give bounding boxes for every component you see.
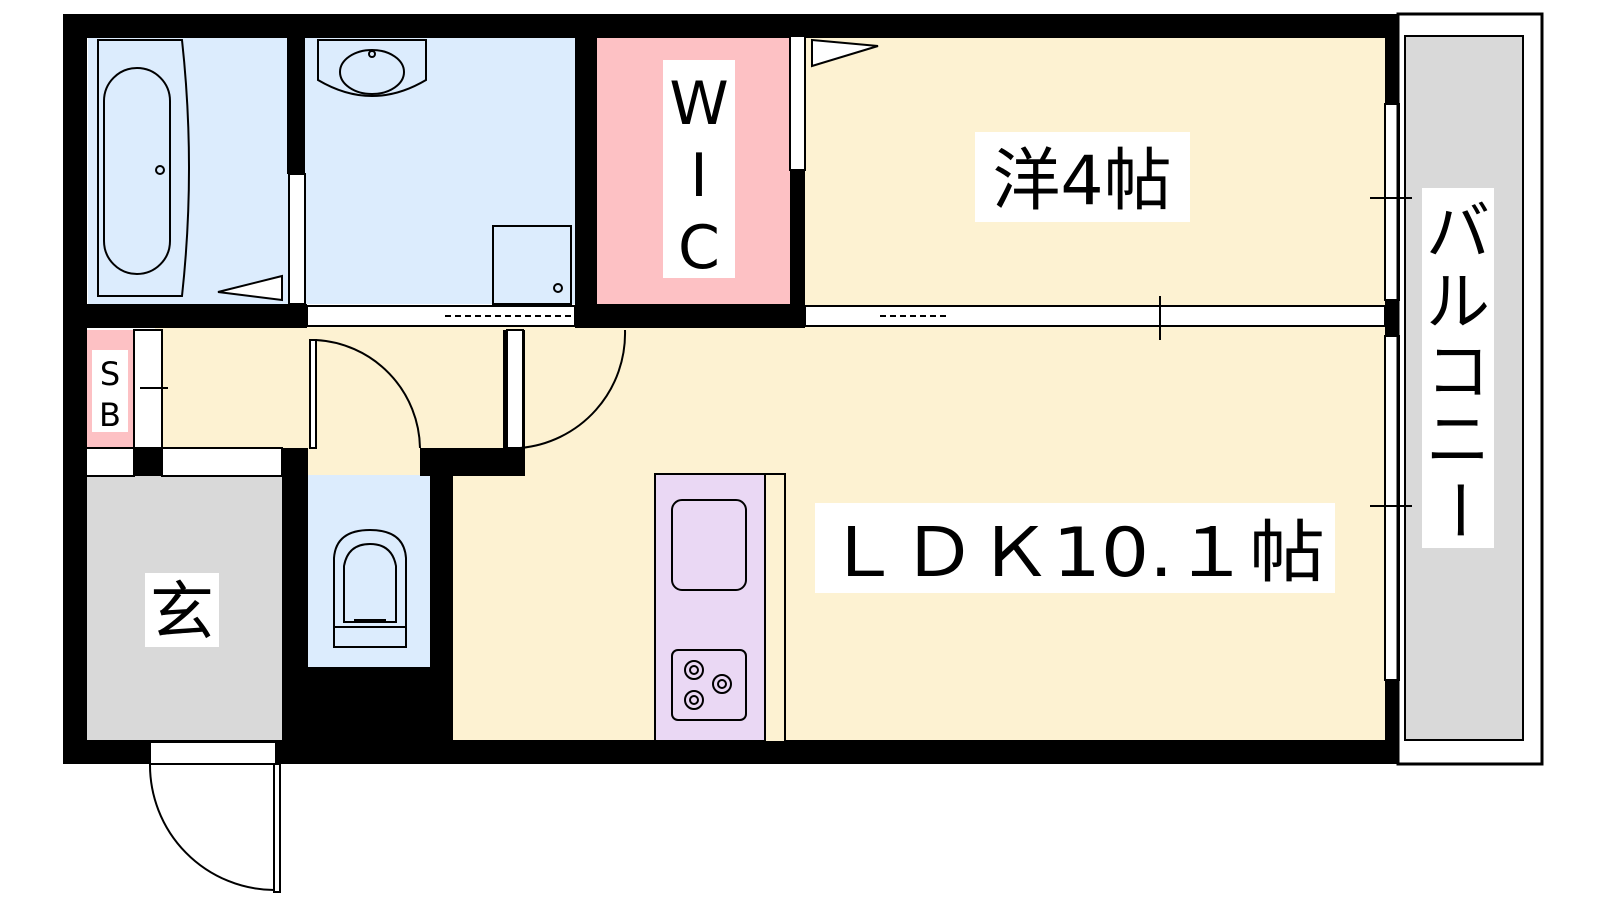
fixtures (97, 39, 786, 743)
wall (282, 448, 308, 742)
wall (63, 14, 1398, 38)
labels: 洋4帖 ＬＤＫ10.１帖 W I C S B 玄 バ ル コ ニ ー (92, 60, 1494, 650)
kitchen-sink-icon (671, 499, 747, 591)
western-room-label-bg (975, 132, 1190, 222)
wall (63, 740, 1398, 764)
balcony-label-bg (1422, 188, 1494, 548)
entrance-door-frame (149, 741, 277, 765)
western-room-label: 洋4帖 (992, 142, 1171, 221)
balcony-label-char-5: ー (1420, 478, 1494, 542)
wic-partition (789, 35, 806, 171)
sb-bottom-partition (85, 447, 135, 477)
wall (575, 38, 597, 328)
wic-label-i: I (690, 141, 708, 211)
wall (1385, 14, 1399, 104)
balcony-label-char-2: ル (1426, 266, 1490, 340)
sb-label-b: B (99, 396, 121, 434)
wall (430, 455, 453, 742)
kitchen-back-panel (764, 473, 786, 743)
toilet-icon (333, 528, 407, 648)
ldk-door (506, 329, 627, 449)
sink-icon (317, 39, 427, 97)
entrance-label-bg (145, 573, 219, 647)
balcony-outline (1396, 12, 1544, 766)
stove-icon (671, 649, 747, 721)
wall (63, 14, 87, 764)
bath-door (217, 274, 283, 302)
wall (308, 667, 453, 742)
partitions (85, 12, 1544, 766)
ldk-label-bg (815, 503, 1335, 593)
balcony-label-char-1: バ (1426, 196, 1490, 270)
western-partition (804, 305, 1386, 327)
wic-label-bg (663, 60, 735, 278)
wall (87, 304, 307, 328)
wall (790, 170, 805, 328)
entrance-partition (161, 447, 283, 477)
balcony-inner-outline (1404, 35, 1524, 741)
wic-label-c: C (678, 213, 720, 283)
wall (1385, 300, 1399, 336)
wall (287, 38, 305, 174)
ldk-label: ＬＤＫ10.１帖 (825, 514, 1325, 593)
balcony-label-char-3: コ (1426, 336, 1490, 410)
bathtub-icon (97, 39, 190, 297)
sb-label-bg (92, 350, 128, 432)
western-door (811, 38, 879, 68)
entrance-door (148, 763, 281, 893)
washing-machine-space (492, 225, 572, 305)
balcony-label-char-4: ニ (1426, 404, 1490, 478)
corridor-partition (306, 305, 576, 327)
sb-label-s: S (100, 355, 120, 393)
wall (1385, 680, 1399, 764)
doors (148, 38, 879, 893)
entrance-label: 玄 (150, 576, 214, 650)
wall (597, 304, 805, 328)
wall (134, 448, 162, 476)
bath-partition (288, 173, 306, 305)
svg-text:ー: ー (1420, 478, 1494, 542)
wic-label-w: W (669, 69, 728, 139)
toilet-door (309, 339, 421, 449)
